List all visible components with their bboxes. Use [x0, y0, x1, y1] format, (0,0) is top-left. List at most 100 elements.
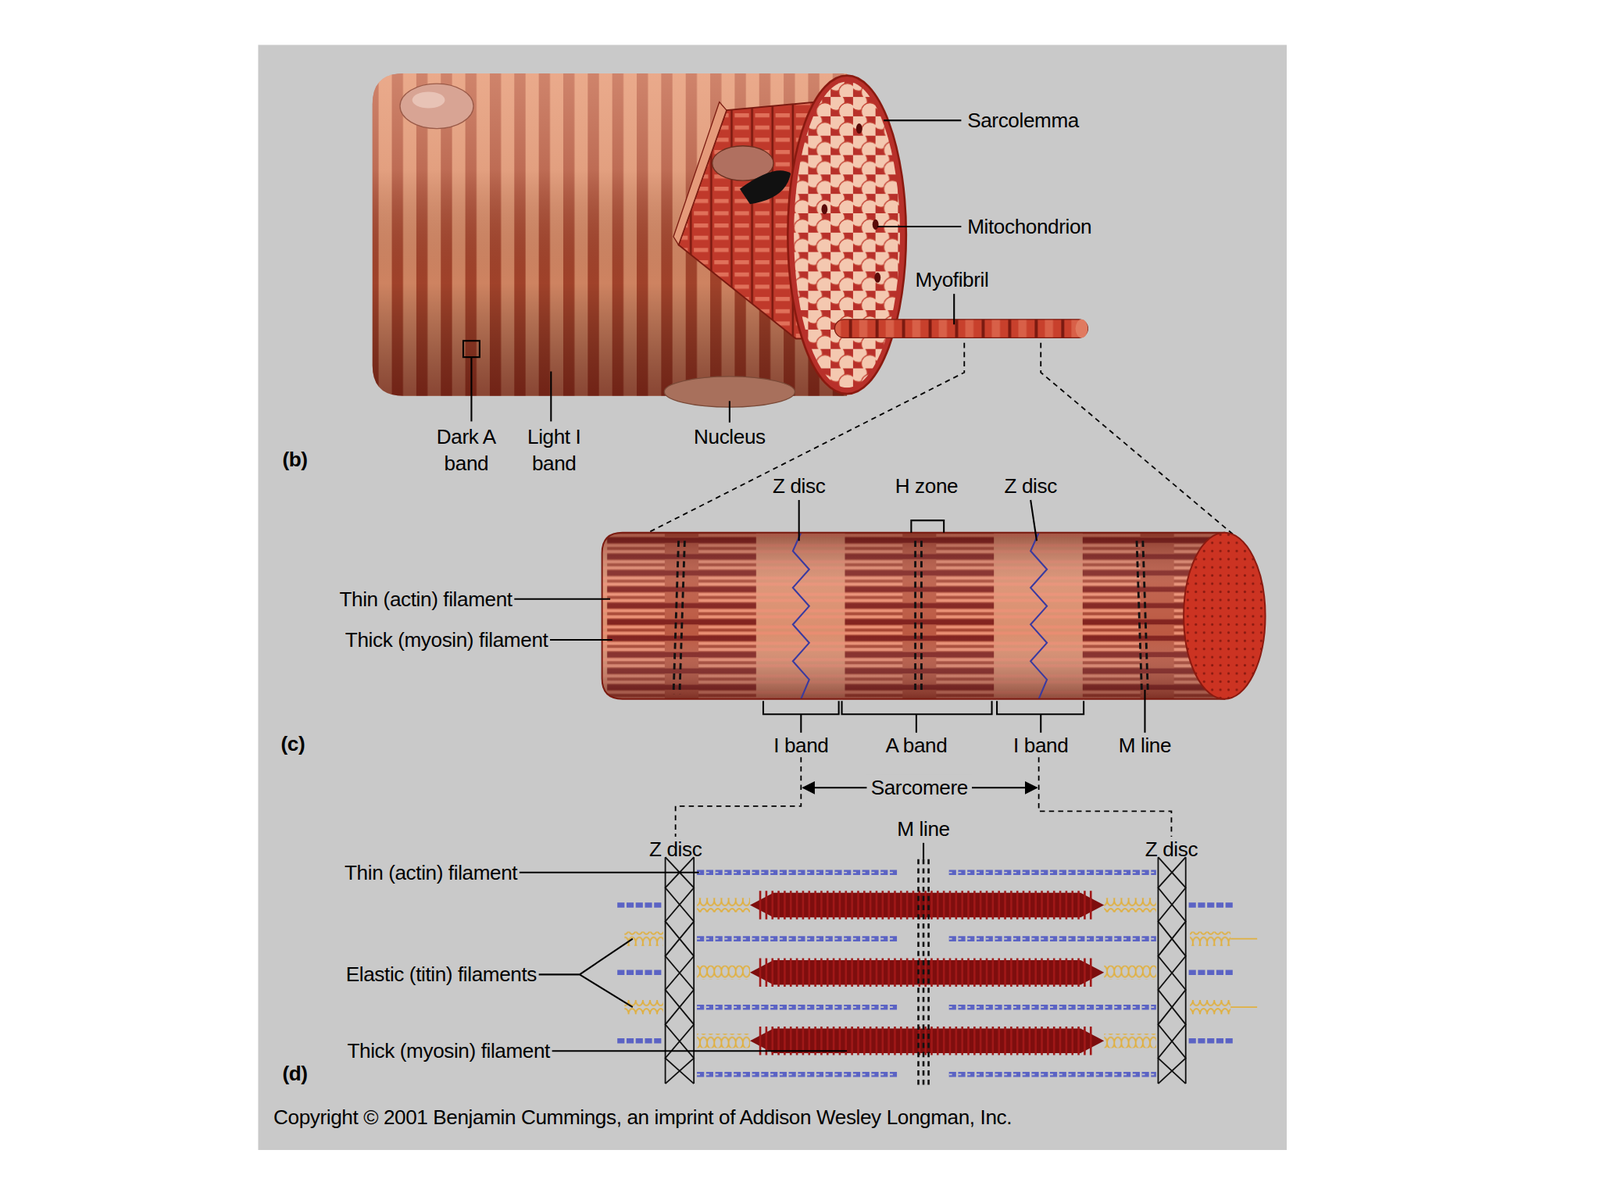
titin-spring [1189, 1000, 1231, 1015]
m-line-mark [922, 859, 925, 1089]
band-label: I band [1013, 731, 1068, 758]
leader-line [1039, 714, 1042, 733]
nucleus-highlight [412, 92, 446, 109]
m-line-mark [1142, 540, 1149, 694]
titin-spring [624, 931, 664, 946]
titin-spring [696, 897, 750, 912]
myofibril-shading [596, 528, 1230, 705]
part-label: H zone [895, 472, 958, 500]
zoom-line [647, 342, 965, 533]
z-disc-line [692, 857, 695, 1084]
leader-line [910, 520, 944, 533]
thin-filament-shape [696, 1004, 898, 1011]
myofibril-shape [834, 319, 1088, 339]
leader-line [883, 119, 961, 122]
zoom-line [1040, 342, 1235, 536]
z-disc-line [1157, 857, 1160, 1084]
titin-spring [1189, 931, 1231, 946]
thin-filament-shape [696, 1006, 898, 1008]
copyright-note: Copyright © 2001 Benjamin Cummings, an i… [273, 1103, 1012, 1131]
thick-filament-shape [759, 905, 1096, 1042]
thin-filament-shape [949, 1004, 1157, 1011]
z-disc-line [665, 857, 695, 1084]
part-label: M line [1118, 731, 1172, 758]
mitochondrion-shape [872, 219, 879, 230]
z-disc-line [664, 857, 667, 1084]
thin-filament-shape [1189, 902, 1236, 908]
thin-filament-shape [1189, 969, 1236, 975]
panel-letter: (d) [282, 1060, 308, 1087]
myofibril-outline [602, 532, 1225, 700]
z-disc-line [792, 532, 1047, 700]
zoom-line [647, 342, 1235, 536]
m-line-mark [917, 859, 920, 1089]
part-label: Z disc [1004, 472, 1058, 500]
m-line-mark [673, 540, 1148, 694]
band-label: I band [773, 731, 829, 758]
mitochondrion-shape [856, 123, 863, 134]
part-label: Myofibril [915, 266, 990, 293]
part-label: Mitochondrion [967, 213, 1092, 240]
band-label: Light I band [517, 423, 591, 477]
thin-filament-shape [949, 1006, 1157, 1008]
part-label: Z disc [772, 472, 825, 500]
band-label: A band [885, 731, 947, 758]
thin-filament-shape [696, 1071, 898, 1078]
m-line-mark [914, 540, 917, 694]
fiber-shading [372, 73, 847, 397]
thick-filament-shape [759, 957, 1096, 987]
z-disc-line [1030, 532, 1047, 700]
m-line-mark [918, 859, 929, 1089]
panel-letter: (c) [280, 730, 305, 758]
dimension-label: Sarcomere [866, 774, 972, 801]
part-label: Thin (actin) filament [344, 859, 518, 886]
part-label: Sarcolemma [967, 107, 1079, 134]
thin-filament-shape [617, 872, 1235, 1075]
leader-line [514, 500, 1145, 788]
thin-filament-shape [949, 869, 1157, 875]
panel-letter: (b) [282, 446, 308, 473]
thick-filament-shape [750, 892, 1104, 918]
leader-line [728, 400, 731, 422]
thin-filament-shape [696, 938, 898, 940]
band-label: Dark A band [429, 423, 504, 477]
leader-line [877, 225, 961, 228]
leader-line [463, 120, 961, 423]
titin-spring [696, 1033, 750, 1048]
zoom-line [675, 757, 802, 837]
part-label: Thin (actin) filament [339, 585, 513, 613]
z-disc-line [1157, 857, 1186, 1084]
thin-filament-shape [949, 938, 1157, 940]
leader-line [514, 598, 611, 600]
thin-filament-shape [696, 871, 898, 874]
m-line-mark [1136, 540, 1143, 694]
muscle-fiber [372, 73, 1089, 408]
leader-line [763, 700, 840, 715]
leader-line [798, 500, 800, 541]
myofibril-body [596, 528, 1230, 705]
titin-spring [1103, 897, 1157, 912]
m-line-mark [927, 859, 930, 1089]
leader-line [800, 714, 802, 733]
titin-spring [1230, 939, 1258, 1008]
thin-filament-shape [696, 1074, 898, 1076]
titin-spring [624, 897, 1258, 1048]
m-line-mark [679, 540, 686, 694]
titin-spring [1230, 938, 1258, 940]
z-disc-line [665, 857, 1186, 1084]
thin-filament-shape [617, 969, 664, 975]
leader-line [519, 842, 924, 1051]
part-label: Z disc [649, 835, 702, 863]
myofibril-end-face [1183, 532, 1265, 700]
part-label: Z disc [1145, 835, 1198, 863]
thin-filament-shape [949, 1074, 1157, 1076]
leader-line [922, 842, 925, 860]
thin-filament-shape [696, 869, 898, 875]
z-disc-line [1157, 857, 1186, 1084]
fiber-cross-section [787, 75, 907, 395]
leader-line [996, 700, 1084, 715]
titin-spring [1103, 1033, 1157, 1048]
thin-filament-shape [617, 1038, 664, 1044]
titin-spring [1230, 1006, 1258, 1008]
